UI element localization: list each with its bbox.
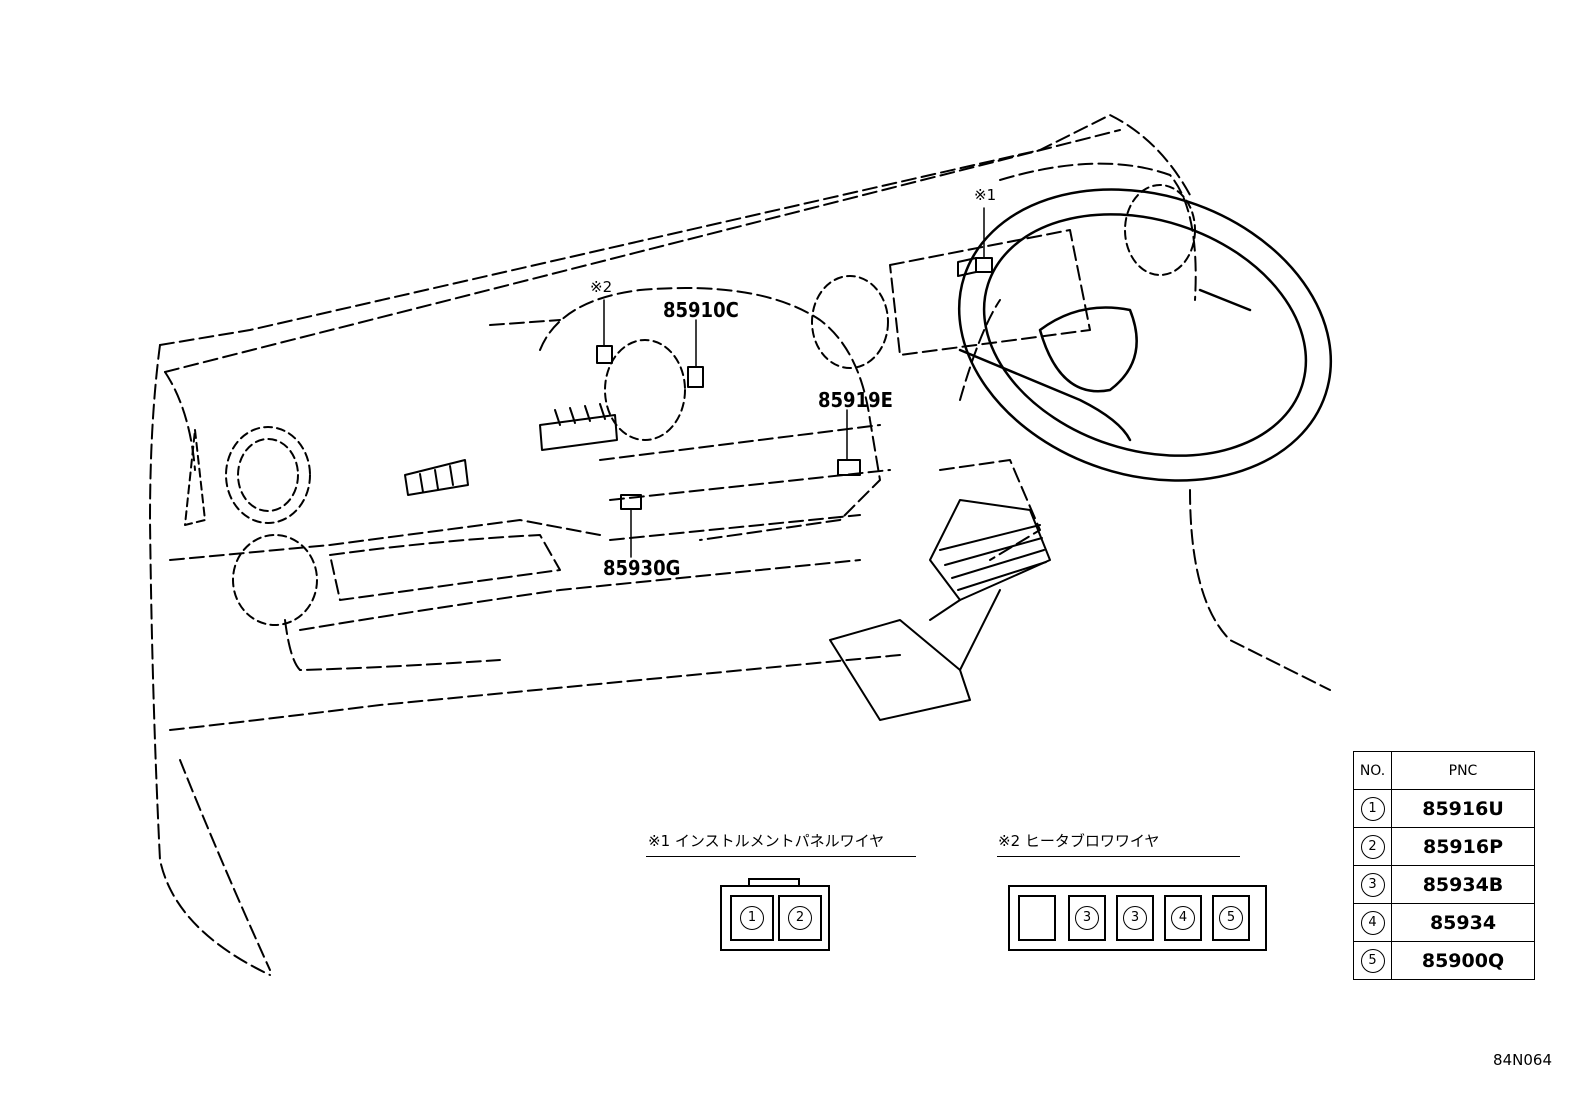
row-number: 2 [1360,834,1385,859]
row-number: 3 [1360,872,1385,897]
cavity-number: 1 [740,906,764,930]
connector-2-cavity: 5 [1212,895,1250,941]
connector-1-latch [748,878,800,888]
connector-2-cavity: 3 [1068,895,1106,941]
pnc-table: NO. PNC 1 85916U 2 85916P 3 85934B 4 859… [1353,751,1535,980]
note-1-title: ※1 インストルメントパネルワイヤ [648,832,885,850]
row-pnc: 85916U [1391,789,1535,828]
note-1-underline [646,856,916,857]
table-row: 1 85916U [1353,789,1535,828]
note-2-underline [997,856,1240,857]
table-row: 4 85934 [1353,903,1535,942]
row-pnc: 85916P [1391,827,1535,866]
connector-2-cavity: 4 [1164,895,1202,941]
header-pnc: PNC [1391,751,1535,790]
cavity-number: 3 [1075,906,1099,930]
note-2-title: ※2 ヒータブロワワイヤ [998,832,1160,850]
row-pnc: 85934 [1391,903,1535,942]
connector-2-cavity: 3 [1116,895,1154,941]
connector-block-left [539,403,618,451]
callout-85930G: 85930G [603,556,681,580]
connector-2: 3 3 4 5 [1008,885,1267,951]
vents [184,184,1196,626]
cavity-number: 4 [1171,906,1195,930]
header-no: NO. [1353,751,1392,790]
table-row: 2 85916P [1353,827,1535,866]
callout-85910C: 85910C [663,298,739,322]
connector-1-cavity: 1 [730,895,774,941]
dashboard-outline [149,114,1331,976]
connector-shapes [596,257,993,510]
mark-1-label: ※1 [974,186,997,204]
row-number: 4 [1360,910,1385,935]
callout-85919E: 85919E [818,388,893,412]
mark-2-label: ※2 [590,278,613,296]
connector-1-cavity: 2 [778,895,822,941]
row-pnc: 85934B [1391,865,1535,904]
steering-column-boot [829,499,1051,721]
row-number: 5 [1360,948,1385,973]
cavity-number: 5 [1219,906,1243,930]
steering-wheel [957,188,1333,482]
row-number: 1 [1360,796,1385,821]
table-row: 3 85934B [1353,865,1535,904]
connector-2-cavity-empty [1018,895,1056,941]
table-row: 5 85900Q [1353,941,1535,980]
cavity-number: 2 [788,906,812,930]
figure-id: 84N064 [1493,1051,1552,1069]
pnc-table-header: NO. PNC [1353,751,1535,790]
cavity-number: 3 [1123,906,1147,930]
leader-lines [603,207,985,558]
connector-1: 1 2 [720,885,830,951]
row-pnc: 85900Q [1391,941,1535,980]
vent-slot [404,459,469,496]
